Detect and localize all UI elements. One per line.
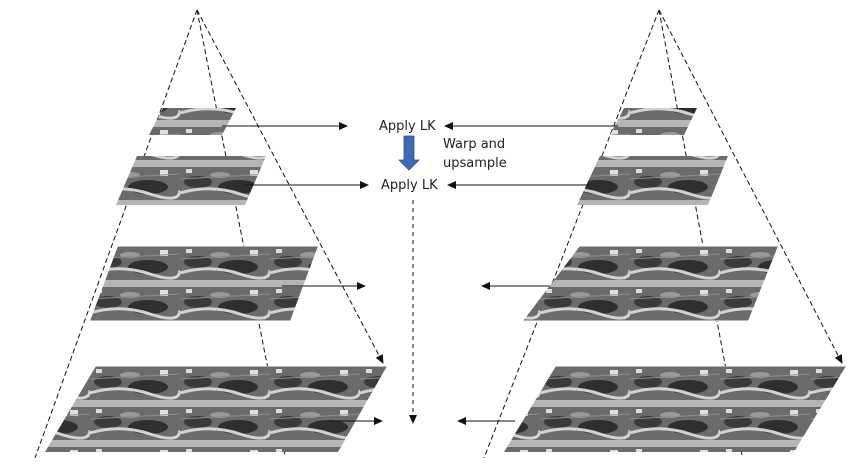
pyramid-level-2-image bbox=[577, 156, 728, 205]
warp-arrow-shape bbox=[398, 135, 420, 171]
pyramid-level-4-image bbox=[504, 366, 846, 452]
pyramid-level-4-image bbox=[45, 366, 387, 452]
left-pyramid bbox=[34, 9, 387, 459]
pyramid-edge bbox=[34, 9, 198, 459]
pyramid-edge bbox=[196, 9, 384, 364]
pyramid-level-1-image bbox=[610, 108, 697, 135]
pyramid-level-2-image bbox=[116, 156, 266, 205]
apply-lk-label-second: Apply LK bbox=[381, 178, 438, 193]
warp-label-line1: Warp and bbox=[443, 137, 505, 152]
apply-lk-label-top: Apply LK bbox=[379, 119, 436, 134]
warp-upsample-arrow bbox=[398, 135, 420, 171]
right-pyramid bbox=[483, 9, 846, 459]
pyramid-level-3-image bbox=[90, 246, 318, 321]
warp-label-line2: upsample bbox=[443, 156, 507, 171]
pyramid-edge bbox=[658, 9, 843, 364]
pyramid-level-3-image bbox=[523, 246, 778, 321]
pyramid-level-1-image bbox=[149, 108, 236, 135]
pyramid-edge bbox=[483, 9, 660, 459]
flow-arrows bbox=[222, 122, 618, 425]
